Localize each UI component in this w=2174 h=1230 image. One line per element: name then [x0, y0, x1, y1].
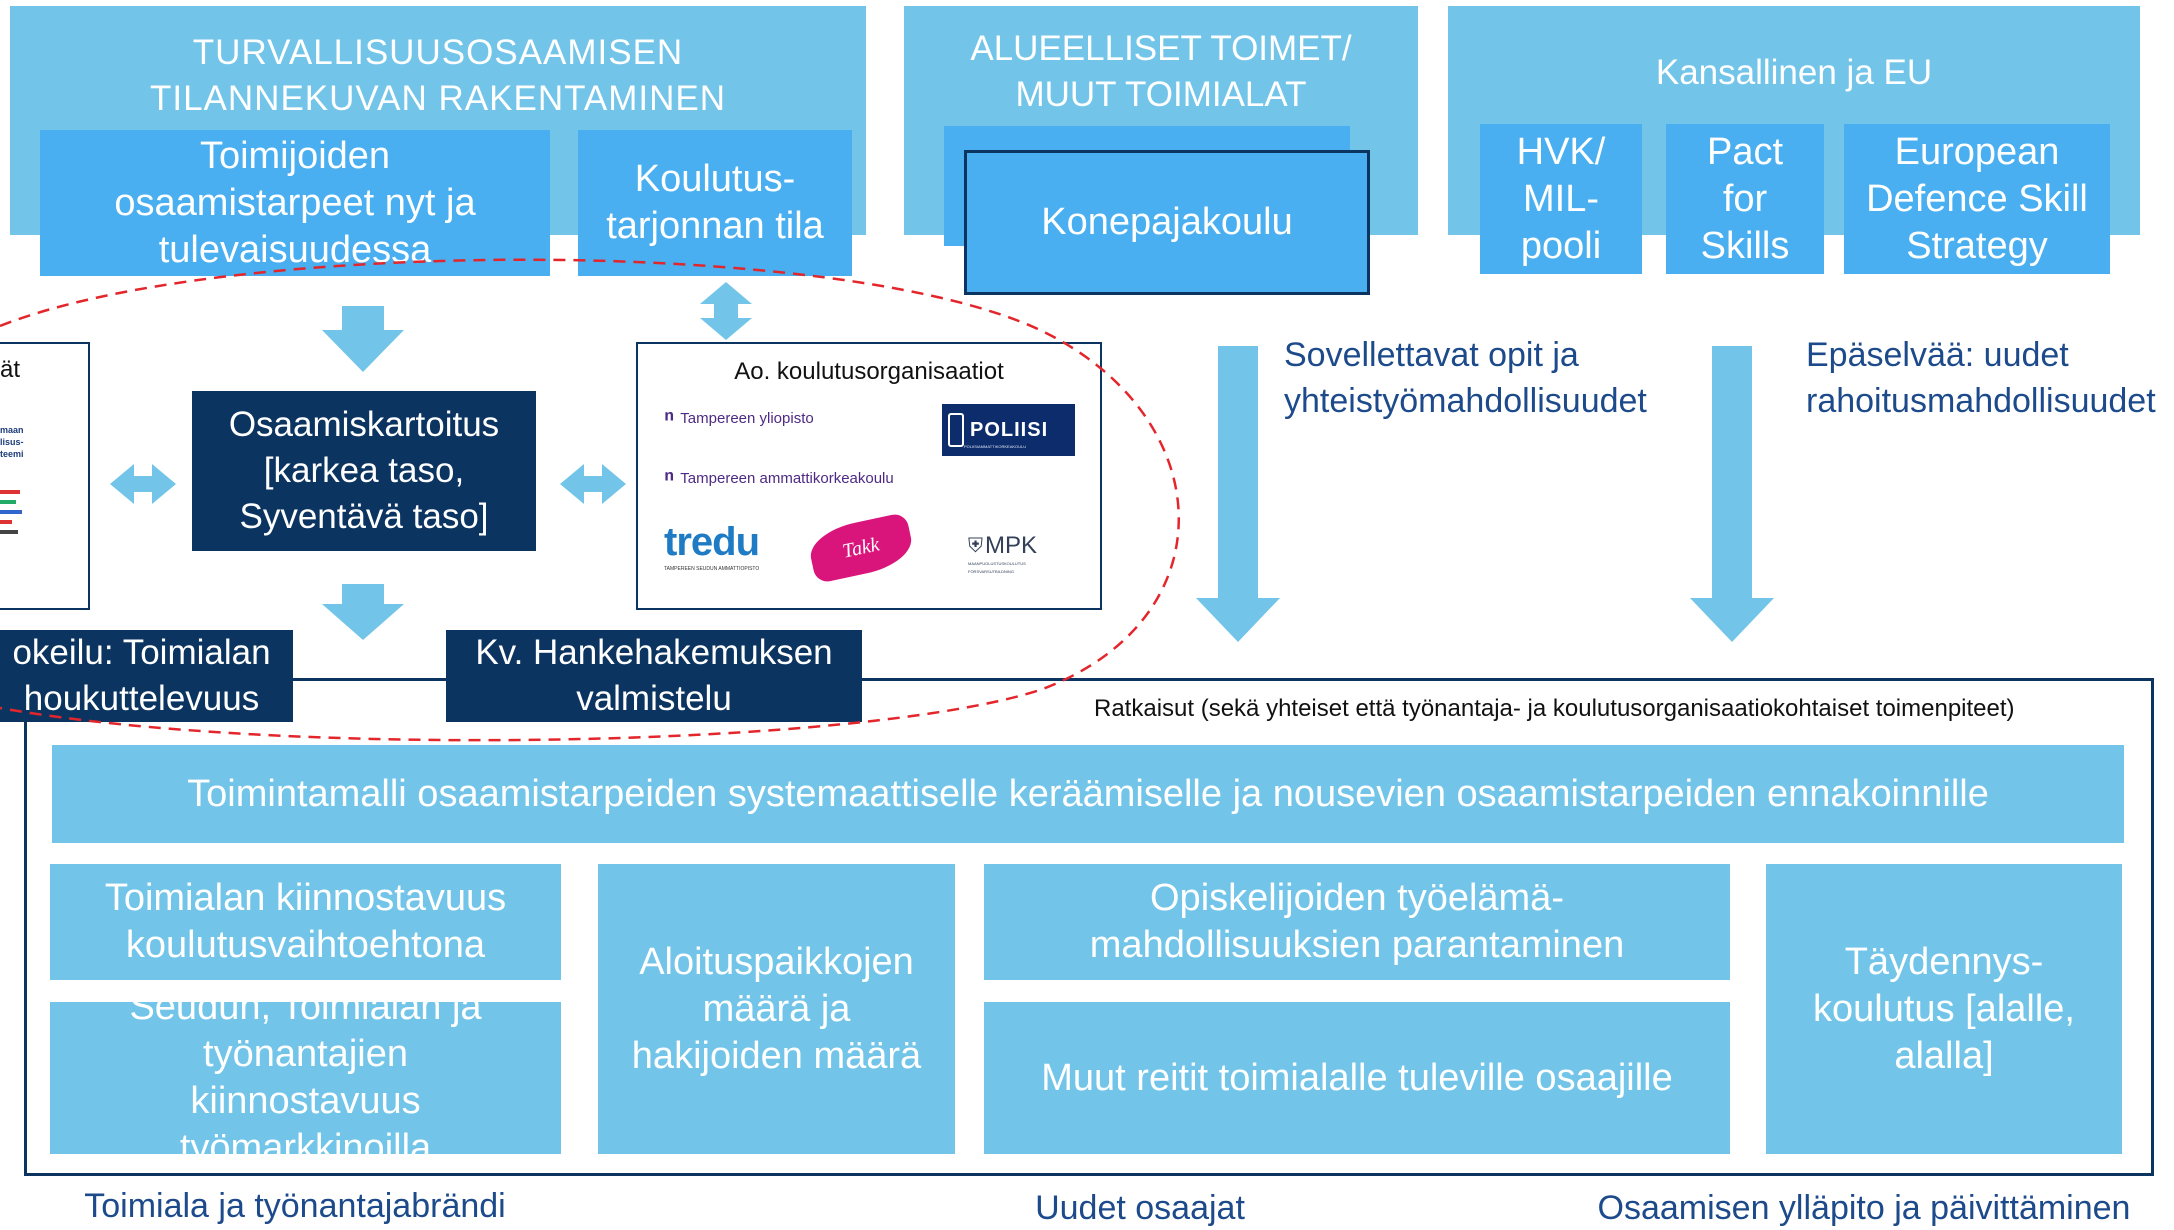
poliisi-name: POLIISI — [970, 418, 1049, 441]
double-horizontal-arrow-icon — [110, 464, 176, 504]
solutions-caption: Ratkaisut (sekä yhteiset että työnantaja… — [1094, 695, 2015, 722]
education-orgs-title: Ao. koulutusorganisaatiot — [734, 358, 1004, 385]
poliisi-badge-icon — [948, 413, 964, 447]
training-supply-box: Koulutus-tarjonnan tila — [578, 130, 852, 276]
double-horizontal-arrow-icon — [560, 464, 626, 504]
systematic-model-box: Toimintamalli osaamistarpeiden systemaat… — [52, 745, 2124, 843]
pact-for-skills-box: Pact for Skills — [1666, 124, 1824, 274]
tamk-logo: ⁿ Tampereen ammattikorkeakoulu — [664, 462, 964, 494]
poliisi-logo: POLIISI — [942, 404, 1075, 456]
lessons-label: Sovellettavat opit ja yhteistyömahdollis… — [1284, 336, 1647, 420]
left-card-logo-line: lisus- — [0, 437, 24, 447]
focus-dashed-ellipse — [0, 258, 1180, 742]
tredu-logo: tredu TAMPEREEN SEUDUN AMMATTIOPISTO — [664, 520, 784, 580]
down-arrow-icon — [322, 584, 404, 640]
regional-actions-title: ALUEELLISET TOIMET/ MUUT TOIMIALAT — [970, 29, 1352, 114]
defence-skill-strategy-box: European Defence Skill Strategy — [1844, 124, 2110, 274]
mpk-sub: MAANPUOLUSTUSKOULUTUS FÖRSVARSUTBILDNING — [968, 561, 1026, 574]
situational-picture-title: TURVALLISUUSOSAAMISEN TILANNEKUVAN RAKEN… — [149, 33, 726, 118]
down-arrow-icon — [322, 306, 404, 372]
tuni-symbol-icon: ⁿ — [664, 402, 675, 433]
poliisi-sub: POLIISIAMMATTIKORKEAKOULU — [964, 444, 1027, 449]
left-partial-card — [0, 342, 90, 610]
left-card-logo-line: maan — [0, 425, 24, 435]
pilot-attractiveness-box: okeilu: Toimialan houkuttelevuus — [0, 630, 293, 722]
mpk-emblem-icon: ⛨ — [968, 534, 983, 557]
mpk-logo: ⛨ MPK MAANPUOLUSTUSKOULUTUS FÖRSVARSUTBI… — [968, 532, 1072, 580]
solutions-frame — [24, 678, 2154, 1176]
intl-project-application-box: Kv. Hankehakemuksen valmistelu — [446, 630, 862, 722]
machine-shop-school-box: Konepajakoulu — [964, 150, 1370, 295]
tuni-name: Tampereen yliopisto — [680, 409, 814, 427]
tredu-name: tredu — [664, 520, 760, 564]
left-card-logo-line: teemi — [0, 449, 24, 459]
attractiveness-box: Toimialan kiinnostavuus koulutusvaihtoeh… — [50, 864, 561, 980]
double-vertical-arrow-icon — [700, 282, 752, 340]
other-routes-box: Muut reitit toimialalle tuleville osaaji… — [984, 1002, 1730, 1154]
starting-places-box: Aloituspaikkojen määrä ja hakijoiden mää… — [598, 864, 955, 1154]
competence-mapping-box: Osaamiskartoitus [karkea taso, Syventävä… — [192, 391, 536, 551]
hvk-mil-pool-box: HVK/ MIL-pooli — [1480, 124, 1642, 274]
footer-new-talent-label: Uudet osaajat — [1035, 1188, 1245, 1227]
mpk-name: MPK — [985, 532, 1038, 559]
national-eu-title: Kansallinen ja EU — [1655, 53, 1933, 92]
long-down-arrow-icon — [1196, 346, 1280, 642]
tamk-name: Tampereen ammattikorkeakoulu — [680, 469, 894, 487]
tamk-symbol-icon: ⁿ — [664, 462, 675, 493]
footer-maintenance-label: Osaamisen ylläpito ja päivittäminen — [1597, 1188, 2131, 1227]
student-opportunities-box: Opiskelijoiden työelämä-mahdollisuuksien… — [984, 864, 1730, 980]
further-training-box: Täydennys-koulutus [alalle, alalla] — [1766, 864, 2122, 1154]
footer-brand-label: Toimiala ja työnantajabrändi — [84, 1186, 506, 1225]
tuni-logo: ⁿ Tampereen yliopisto — [664, 402, 964, 434]
funding-label: Epäselvää: uudet rahoitusmahdollisuudet — [1806, 336, 2156, 420]
competence-needs-box: Toimijoiden osaamistarpeet nyt ja tuleva… — [40, 130, 550, 276]
left-card-fragment-text: ät — [0, 356, 21, 383]
tredu-sub: TAMPEREEN SEUDUN AMMATTIOPISTO — [664, 566, 760, 572]
long-down-arrow-icon — [1690, 346, 1774, 642]
left-card-logo-fragment: maan lisus- teemi — [0, 424, 28, 594]
